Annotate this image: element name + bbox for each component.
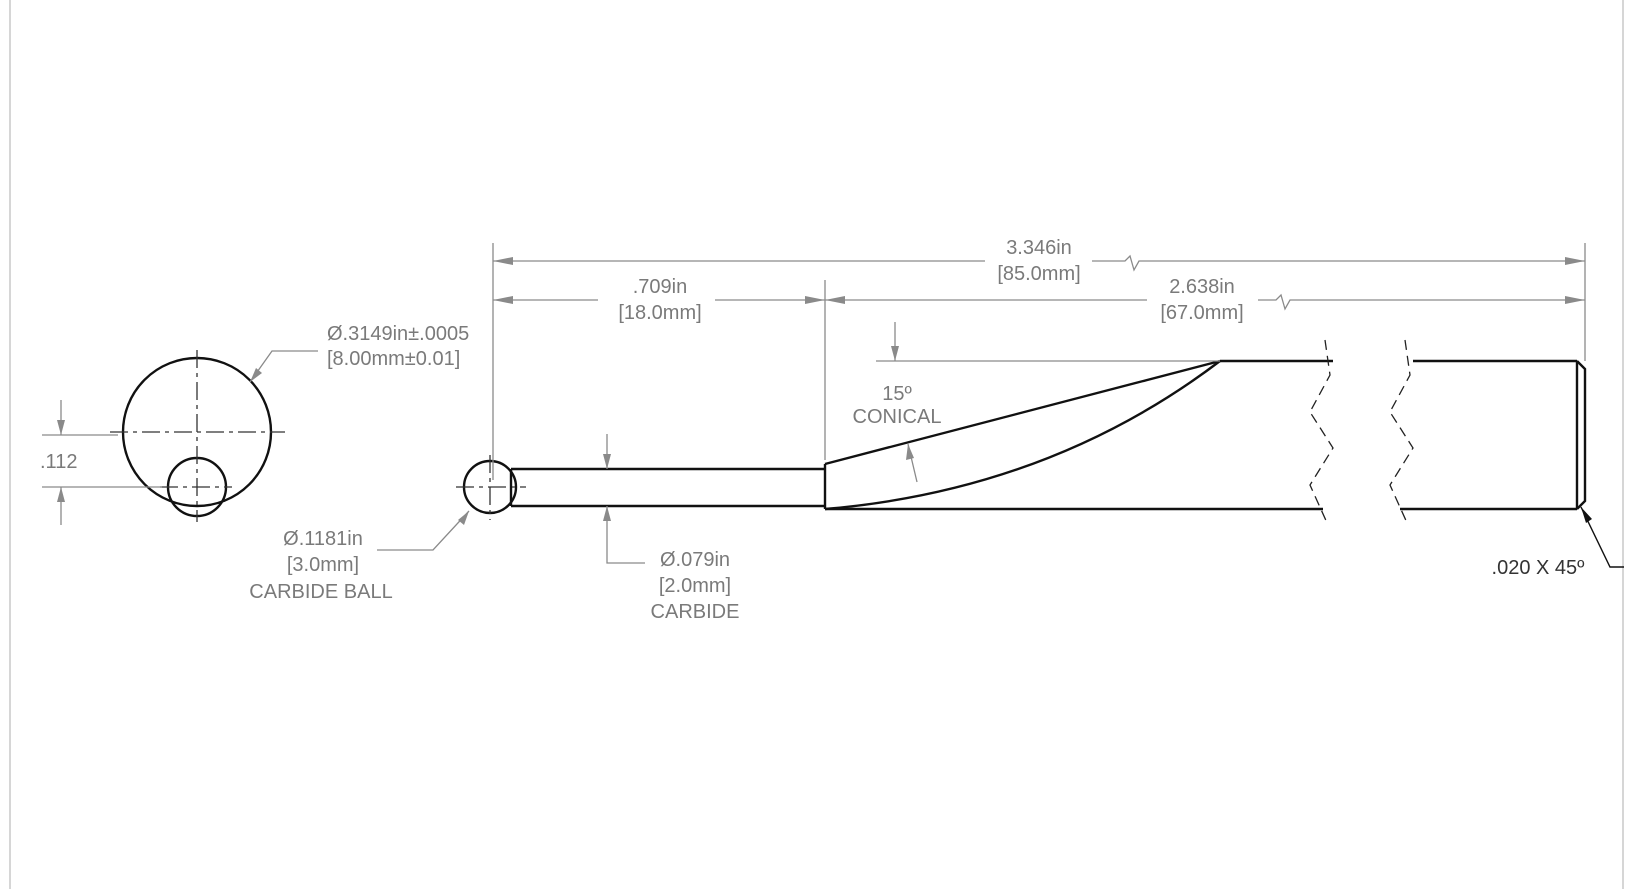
chamfered-end [1576,360,1587,510]
shank-diameter-mm-label: [8.00mm±0.01] [327,348,460,370]
stem-diameter-mm-label: [2.0mm] [659,575,731,597]
ball-diameter-in-label: Ø.1181in [283,528,363,550]
shank-diameter-in-label: Ø.3149in±.0005 [327,323,469,345]
dimension-annotations: 3.346in [85.0mm] .709in [18.0mm] 2.638in… [249,237,1624,623]
tip-in-label: .709in [633,276,688,298]
overall-arrow-left [493,257,513,265]
stem-arrow-bottom [603,506,611,521]
taper-angle-label: 15º [882,383,912,405]
chamfer-arrow [1581,507,1592,523]
chamfer-label: .020 X 45º [1492,557,1586,579]
body-mm-label: [67.0mm] [1160,302,1243,324]
end-view: .112 Ø.3149in±.0005 [8.00mm±0.01] [40,323,469,525]
overall-mm-label: [85.0mm] [997,263,1080,285]
body-dim-line-right [1258,293,1585,311]
overall-dim-line-right [1092,254,1585,272]
ball-note-label: CARBIDE BALL [249,581,392,603]
offset-arrow-bottom [57,487,65,502]
tip-arrow-right [805,296,825,304]
body-arrow-right [1565,296,1585,304]
body-in-label: 2.638in [1169,276,1235,298]
side-view [456,339,1587,526]
shank-diameter-arrow [250,368,262,382]
tip-mm-label: [18.0mm] [618,302,701,324]
taper-reference-arrow [891,346,899,361]
ball-diameter-arrow [458,511,469,525]
overall-in-label: 3.346in [1006,237,1072,259]
stem-note-label: CARBIDE [651,601,740,623]
chamfer-leader [1580,506,1624,568]
taper-top-line [824,359,1221,466]
shank-diameter-leader [249,350,318,383]
taper-angle-arrow [906,444,914,460]
body-arrow-left [825,296,845,304]
ball-diameter-leader [377,510,470,551]
ball-diameter-mm-label: [3.0mm] [287,554,359,576]
overall-arrow-right [1565,257,1585,265]
break-line-left [1309,339,1334,526]
taper-note-label: CONICAL [853,406,942,428]
break-line-right [1389,339,1414,526]
stem-diameter-in-label: Ø.079in [660,549,730,571]
offset-label: .112 [40,451,77,473]
taper-curve [824,360,1221,511]
stem-dim-leader [606,506,645,564]
tip-arrow-left [493,296,513,304]
stem-arrow-top [603,454,611,469]
offset-arrow-top [57,420,65,435]
